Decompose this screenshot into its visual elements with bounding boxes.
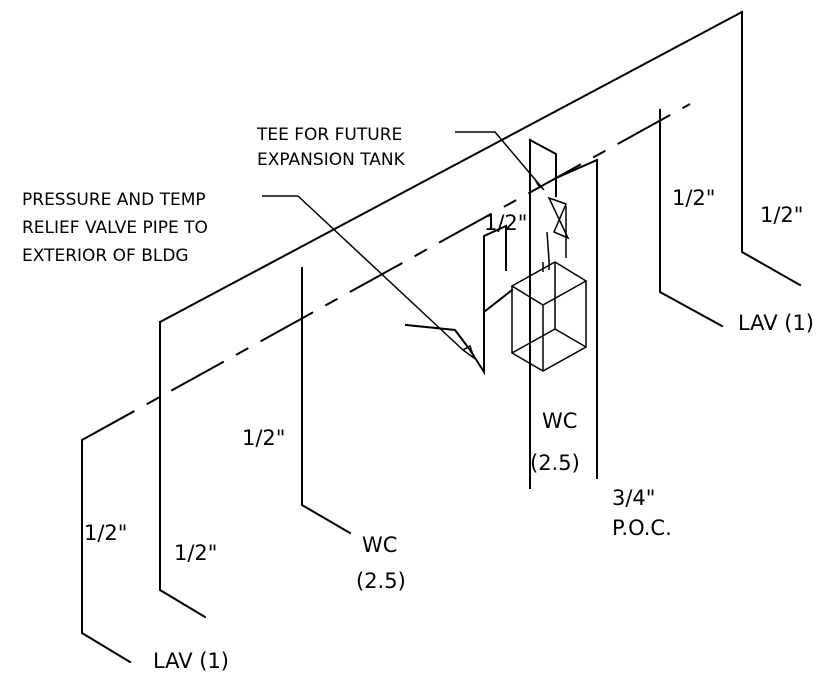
size-mid-riser: 1/2" (484, 211, 527, 235)
size-left-b: 1/2" (174, 541, 217, 565)
relief-stub (483, 224, 507, 313)
pipe-lav-right-far (741, 11, 802, 287)
cold-water-main (158, 10, 744, 324)
poc-size: 3/4" (612, 486, 655, 510)
fixture-lav-left: LAV (1) (153, 649, 229, 673)
hot-water-main (81, 103, 691, 441)
fixture-lav-right: LAV (1) (738, 311, 814, 335)
relief-leader-diagonal (297, 195, 464, 351)
valve-symbol (547, 196, 570, 240)
fixture-wc-center: WC (542, 409, 577, 433)
size-wc-left: 1/2" (242, 426, 285, 450)
tee-note-line1: TEE FOR FUTURE (256, 125, 402, 145)
pipe-wc-left (301, 267, 352, 535)
size-right-far: 1/2" (760, 203, 803, 227)
size-left-a: 1/2" (84, 521, 127, 545)
poc-cross-connection (554, 158, 599, 180)
relief-note-line1: PRESSURE AND TEMP (22, 190, 206, 210)
fixture-wc-left-fu: (2.5) (356, 569, 406, 593)
relief-note-line2: RELIEF VALVE PIPE TO (22, 218, 208, 238)
fixture-wc-left: WC (362, 533, 397, 557)
pipe-lav-left-hot (81, 439, 132, 664)
tee-leader-line (455, 131, 545, 191)
size-right-near: 1/2" (672, 186, 715, 210)
riser-heater-tee (528, 138, 557, 197)
water-heater (510, 260, 588, 372)
valve-stem (546, 231, 550, 261)
poc-label: P.O.C. (612, 516, 672, 540)
pipe-lav-right-near (659, 109, 724, 328)
relief-valve-pipe (404, 288, 514, 376)
relief-leader-arrow (461, 344, 476, 360)
relief-note-line3: EXTERIOR OF BLDG (22, 246, 189, 266)
fixture-wc-center-fu: (2.5) (530, 451, 580, 475)
tee-leader-arrow (534, 180, 544, 190)
tee-note-line2: EXPANSION TANK (257, 150, 406, 170)
pipe-lav-left-cold (159, 321, 207, 619)
